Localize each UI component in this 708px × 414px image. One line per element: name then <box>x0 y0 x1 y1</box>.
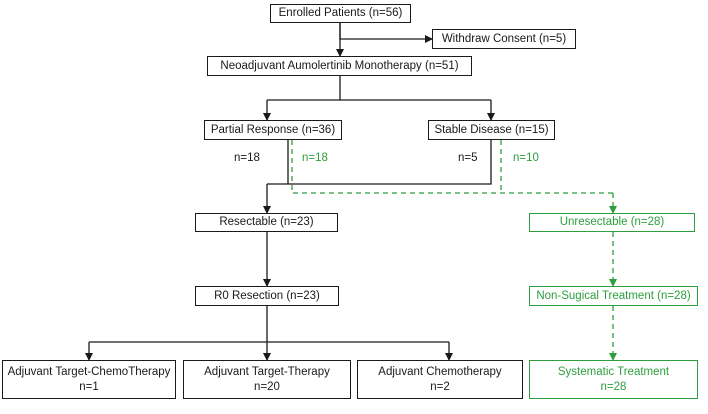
dashed-connector-pr-to-unresectable <box>291 140 613 194</box>
adjuvant-chemotherapy-count: n=2 <box>430 380 450 393</box>
neoadjuvant-therapy-label: Neoadjuvant Aumolertinib Monotherapy (n=… <box>220 59 459 72</box>
withdraw-consent-label: Withdraw Consent (n=5) <box>441 32 567 45</box>
neoadjuvant-therapy-box: Neoadjuvant Aumolertinib Monotherapy (n=… <box>207 56 472 76</box>
unresectable-box: Unresectable (n=28) <box>529 213 695 232</box>
non-surgical-treatment-box: Non-Sugical Treatment (n=28) <box>529 286 698 306</box>
resectable-label: Resectable (n=23) <box>219 216 314 228</box>
arrow-enrolled-to-withdraw <box>339 23 433 43</box>
enrolled-patients-label: Enrolled Patients (n=56) <box>278 7 403 19</box>
systematic-treatment-title: Systematic Treatment <box>557 365 670 378</box>
r0-resection-box: R0 Resection (n=23) <box>195 286 339 306</box>
r0-resection-label: R0 Resection (n=23) <box>214 289 320 302</box>
connector-sd-to-resectable <box>267 140 492 185</box>
systematic-treatment-count: n=28 <box>600 380 627 393</box>
unresectable-label: Unresectable (n=28) <box>559 216 665 228</box>
partial-response-box: Partial Response (n=36) <box>204 120 342 140</box>
branch-label-pr-unresectable: n=18 <box>302 152 328 164</box>
branch-label-pr-resectable: n=18 <box>234 152 260 164</box>
adjuvant-chemotherapy-box: Adjuvant Chemotherapy n=2 <box>357 360 523 399</box>
partial-response-label: Partial Response (n=36) <box>210 123 336 136</box>
resectable-box: Resectable (n=23) <box>195 213 338 232</box>
adjuvant-target-therapy-box: Adjuvant Target-Therapy n=20 <box>183 360 351 399</box>
withdraw-consent-box: Withdraw Consent (n=5) <box>432 29 576 49</box>
adjuvant-chemotherapy-title: Adjuvant Chemotherapy <box>378 365 502 378</box>
connector-r0-split <box>89 306 449 343</box>
adjuvant-target-chemotherapy-title: Adjuvant Target-ChemoTherapy <box>7 365 171 378</box>
stable-disease-label: Stable Disease (n=15) <box>434 123 549 136</box>
systematic-treatment-box: Systematic Treatment n=28 <box>529 360 698 399</box>
branch-label-sd-unresectable: n=10 <box>513 152 539 164</box>
adjuvant-target-therapy-count: n=20 <box>254 380 280 393</box>
stable-disease-box: Stable Disease (n=15) <box>428 120 555 140</box>
adjuvant-target-chemotherapy-box: Adjuvant Target-ChemoTherapy n=1 <box>2 360 176 399</box>
connector-neoadjuvant-split <box>267 76 491 101</box>
adjuvant-target-chemotherapy-count: n=1 <box>79 380 99 393</box>
branch-label-sd-resectable: n=5 <box>458 152 478 164</box>
enrolled-patients-box: Enrolled Patients (n=56) <box>270 4 411 23</box>
non-surgical-treatment-label: Non-Sugical Treatment (n=28) <box>536 289 691 302</box>
adjuvant-target-therapy-title: Adjuvant Target-Therapy <box>204 365 330 378</box>
